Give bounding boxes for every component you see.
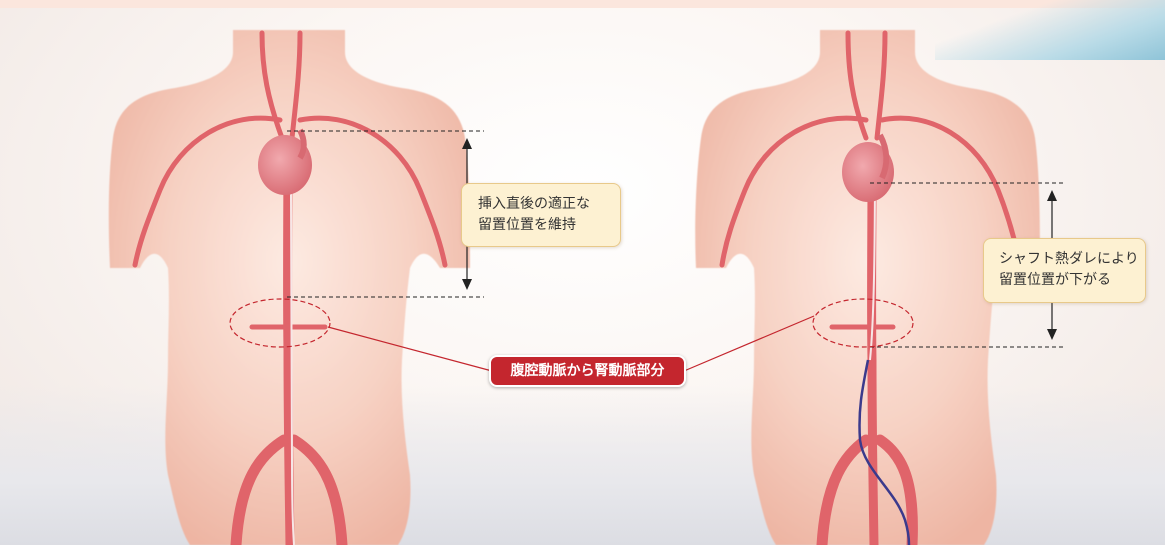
left-region-ellipse <box>229 298 331 348</box>
right-carotid-b <box>874 30 888 141</box>
left-aorta <box>283 137 295 545</box>
left-carotid-a <box>259 30 285 141</box>
right-torso <box>695 30 1040 545</box>
right-aorta <box>867 170 879 545</box>
left-arrowhead-up <box>462 138 472 149</box>
region-label-badge: 腹腔動脈から腎動脈部分 <box>489 355 686 387</box>
corner-decoration <box>935 0 1165 60</box>
top-frame-band <box>0 0 1165 8</box>
left-subclavian-l <box>297 115 448 268</box>
left-catheter <box>290 147 295 545</box>
callout-left-line1: 挿入直後の適正な <box>478 196 590 212</box>
callout-left-line2: 留置位置を維持 <box>478 217 576 233</box>
right-subclavian-l <box>879 115 1023 268</box>
right-heart-vessel <box>877 133 890 180</box>
left-iliac-l <box>288 434 348 545</box>
callout-sagged-position: シャフト熱ダレにより 留置位置が下がる <box>983 238 1146 303</box>
left-measurement <box>287 130 484 298</box>
right-subclavian-r <box>719 115 869 268</box>
left-torso <box>108 30 471 545</box>
right-region-ellipse <box>812 298 914 348</box>
right-iliac-l <box>874 434 918 545</box>
left-leader-line <box>327 326 493 372</box>
left-heart-vessel <box>297 128 307 160</box>
callout-maintained-position: 挿入直後の適正な 留置位置を維持 <box>461 183 621 247</box>
left-heart <box>258 135 312 195</box>
right-arrowhead-up <box>1047 190 1057 201</box>
left-carotid-b <box>289 30 303 141</box>
right-heart <box>842 142 894 202</box>
callout-right-line1: シャフト熱ダレにより <box>999 251 1139 267</box>
left-subclavian-r <box>132 115 283 268</box>
left-arrowhead-down <box>462 279 472 290</box>
right-arrowhead-down <box>1047 329 1057 340</box>
right-leader-line <box>683 315 815 372</box>
right-iliac-r <box>816 434 872 545</box>
callout-right-line2: 留置位置が下がる <box>999 272 1111 288</box>
left-iliac-r <box>230 434 290 545</box>
right-carotid-a <box>845 30 869 141</box>
renal-region-highlights <box>229 298 914 372</box>
right-catheter-sagged <box>858 359 911 545</box>
